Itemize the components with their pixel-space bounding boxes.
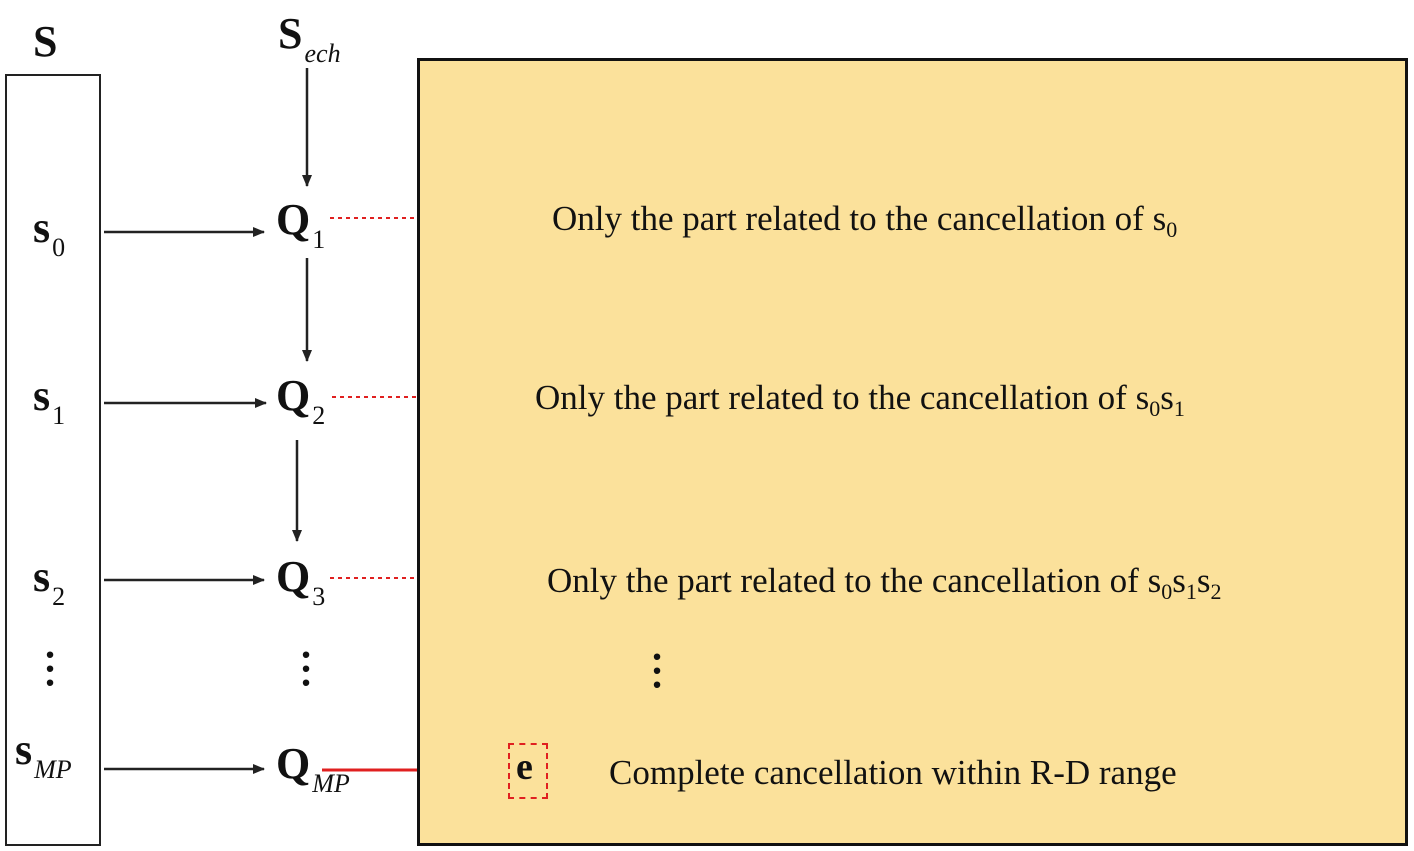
note-row-1-terms: s0 [1152, 199, 1178, 242]
s2-label: s2 [33, 552, 66, 611]
note-row-3: Only the part related to the cancellatio… [547, 561, 1222, 604]
result-panel [417, 58, 1408, 846]
s1-label: s1 [33, 371, 66, 430]
note-row-2: Only the part related to the cancellatio… [535, 378, 1185, 421]
result-e-frame [508, 743, 548, 799]
q3-label: Q3 [276, 552, 326, 611]
note-complete: Complete cancellation within R-D range [609, 753, 1177, 792]
signal-column-box [5, 74, 101, 846]
q-column-ellipsis: ··· [299, 632, 313, 705]
qmp-label: QMP [276, 739, 350, 798]
q1-label: Q1 [276, 195, 326, 254]
s-column-ellipsis: ··· [43, 632, 57, 705]
note-row-2-terms: s0s1 [1135, 378, 1185, 421]
q2-label: Q2 [276, 371, 326, 430]
note-row-3-terms: s0s1s2 [1147, 561, 1222, 604]
echo-source-label: Sech [278, 9, 341, 68]
panel-ellipsis: ··· [650, 634, 664, 707]
note-row-1: Only the part related to the cancellatio… [552, 199, 1178, 242]
result-e-label: e [516, 746, 533, 788]
smp-label: sMP [15, 725, 72, 784]
column-title: S [33, 17, 58, 66]
s0-label: s0 [33, 203, 66, 262]
